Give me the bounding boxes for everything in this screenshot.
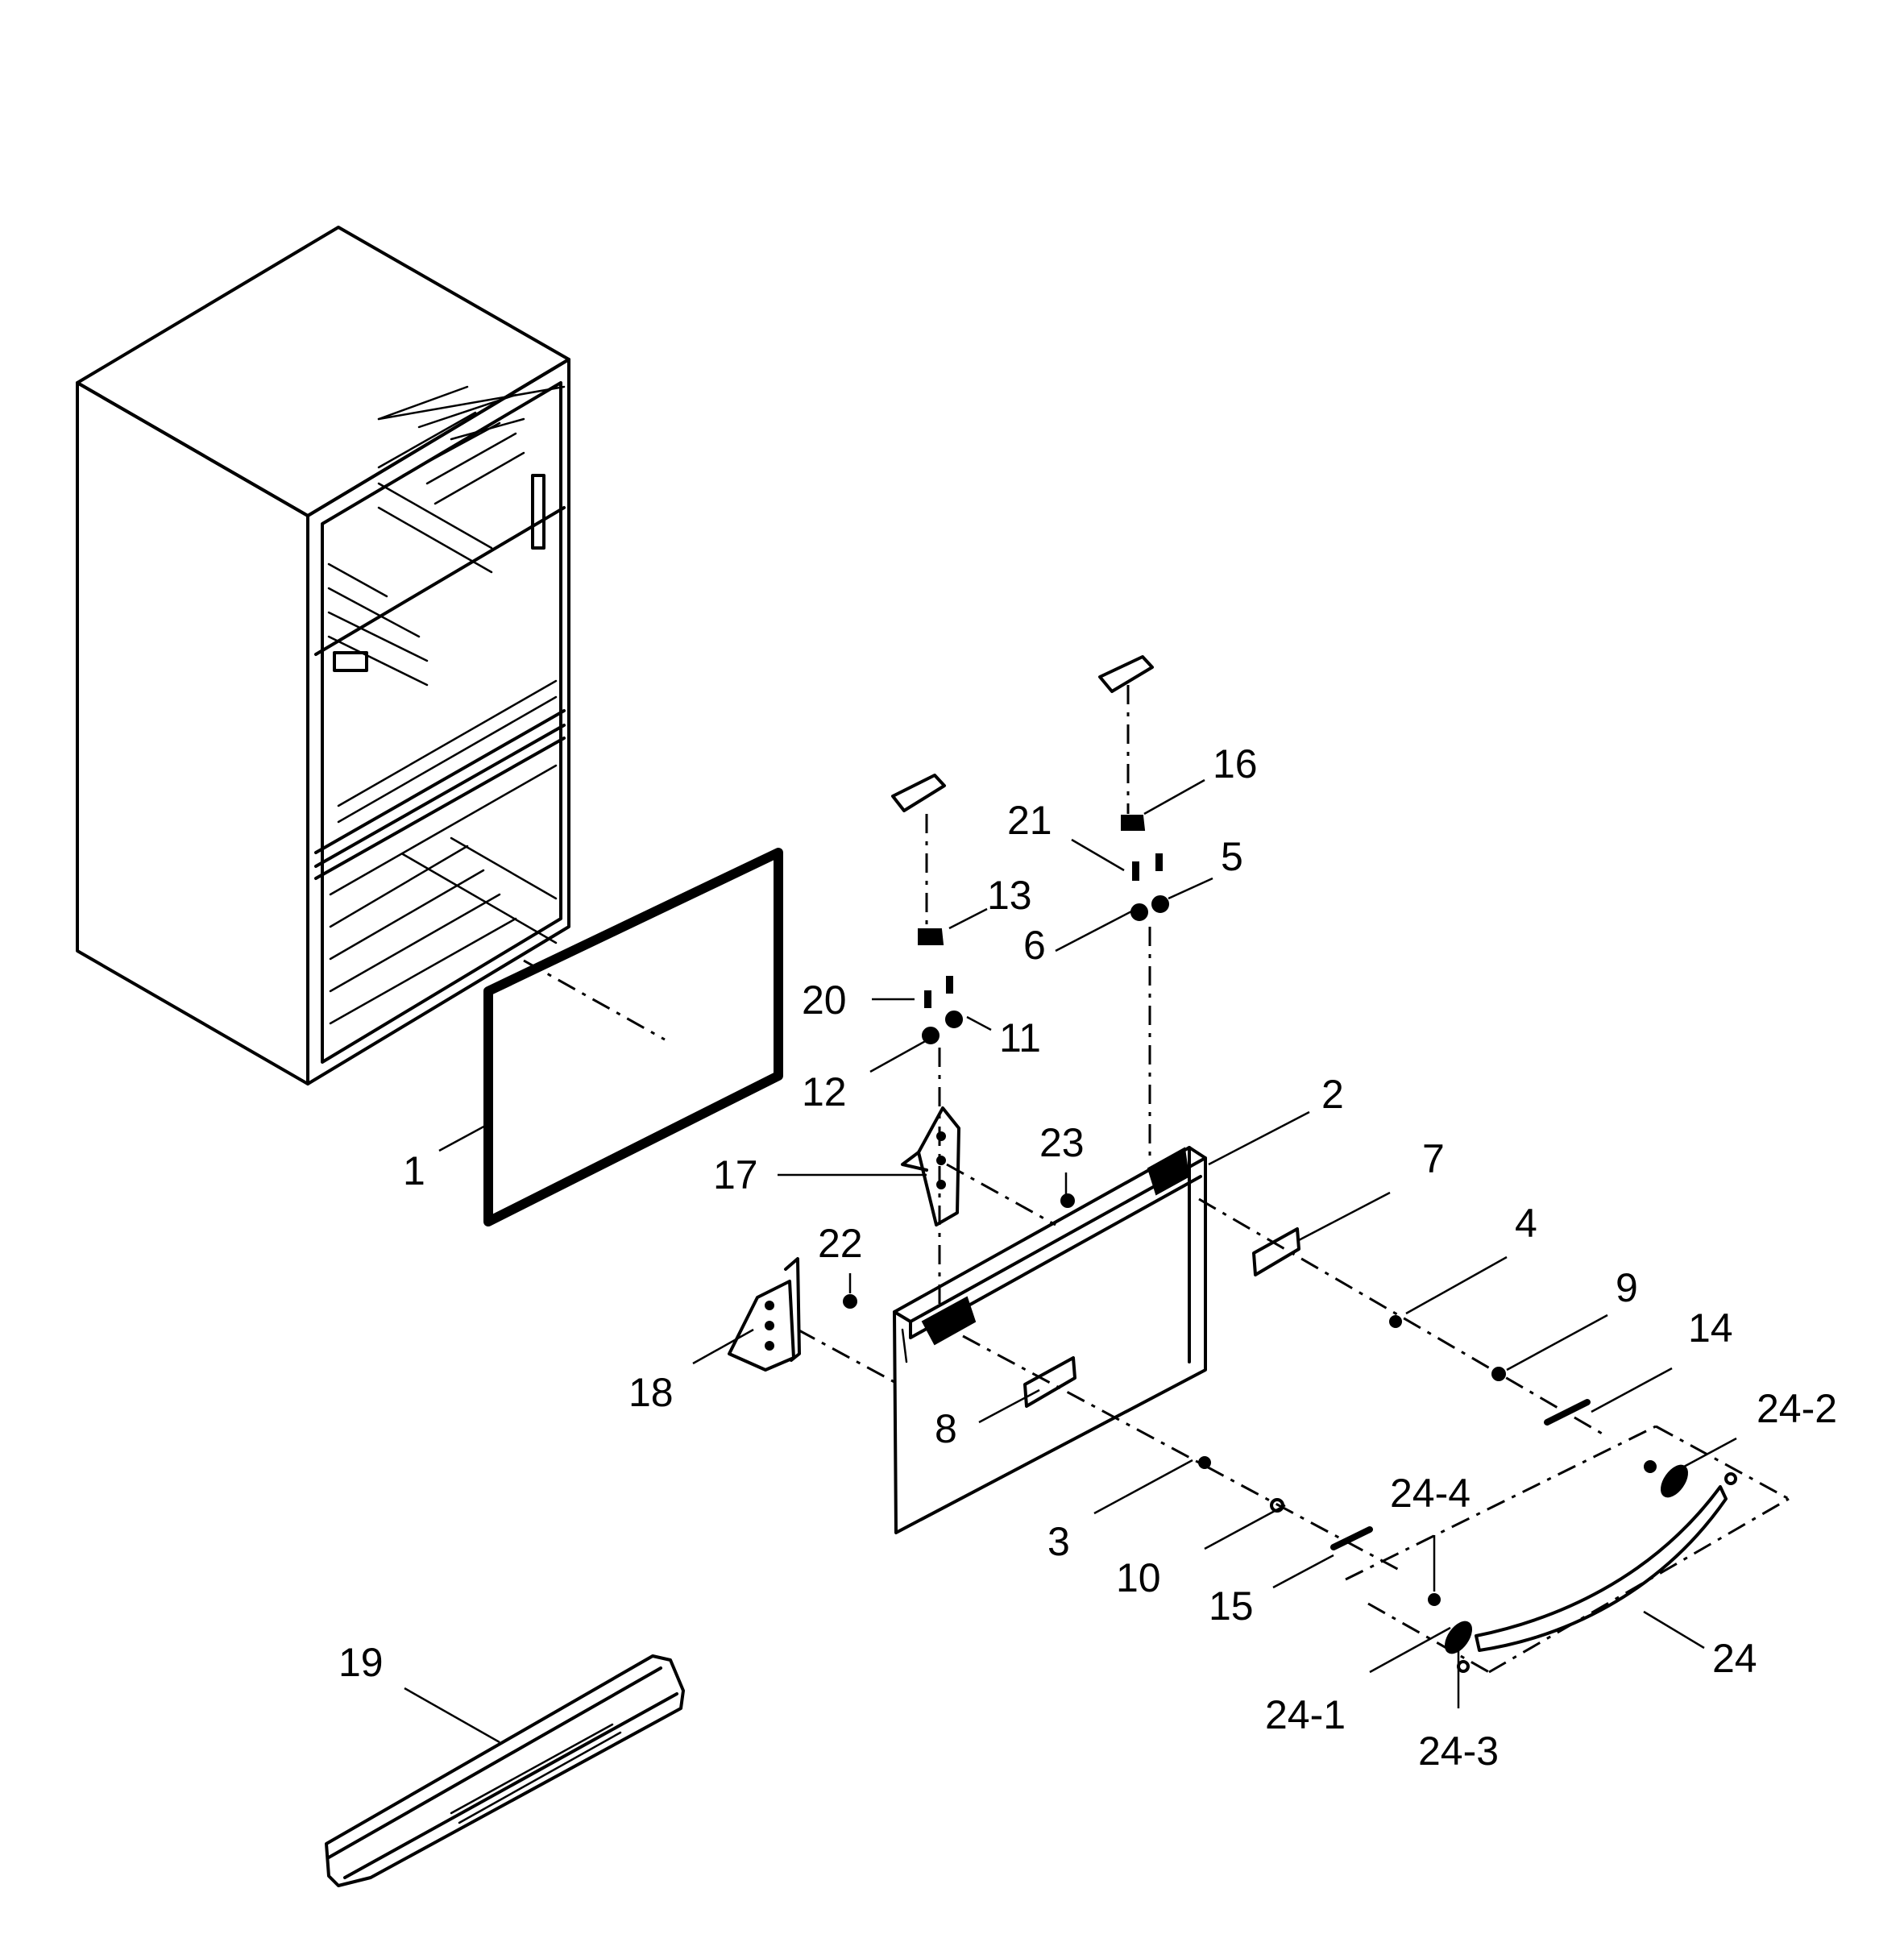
callout-11: 11	[999, 1015, 1041, 1060]
callout-22: 22	[818, 1221, 863, 1266]
callout-24-1: 24-1	[1265, 1692, 1346, 1737]
callout-16: 16	[1213, 741, 1258, 786]
callout-17: 17	[713, 1152, 758, 1197]
refrigerator-cabinet	[76, 226, 570, 1085]
drawer-front	[893, 1146, 1207, 1534]
callout-21: 21	[1007, 798, 1052, 843]
callout-9: 9	[1616, 1265, 1638, 1310]
rod-15	[1330, 1526, 1373, 1550]
bushing-9	[1491, 1367, 1506, 1381]
right-rail-hardware	[1098, 655, 1169, 1160]
callout-15: 15	[1209, 1583, 1254, 1629]
callout-10: 10	[1116, 1555, 1161, 1600]
bushing-4	[1389, 1315, 1402, 1328]
door-gasket	[483, 848, 783, 1226]
rod-14	[1544, 1399, 1591, 1426]
leader-lines	[404, 778, 1737, 1744]
callout-24: 24	[1712, 1636, 1757, 1681]
callout-20: 20	[802, 977, 847, 1023]
left-bracket	[728, 1257, 801, 1372]
callout-13: 13	[987, 873, 1032, 918]
hinge-plate-8	[1023, 1356, 1076, 1408]
freezer-bin	[325, 1654, 685, 1887]
gasket-assembly-line	[523, 959, 666, 1041]
bushing-3	[1198, 1456, 1211, 1469]
callout-18: 18	[628, 1370, 674, 1415]
left-rail-hardware	[891, 774, 963, 1338]
callout-19: 19	[338, 1640, 384, 1685]
callout-7: 7	[1422, 1136, 1445, 1181]
callout-2: 2	[1321, 1072, 1344, 1117]
callout-23: 23	[1039, 1120, 1085, 1165]
screw-23	[1060, 1193, 1075, 1208]
callout-3: 3	[1047, 1519, 1070, 1564]
callout-8: 8	[935, 1406, 957, 1451]
callout-24-3: 24-3	[1418, 1729, 1499, 1774]
callout-1: 1	[403, 1148, 425, 1193]
screw-22	[843, 1294, 857, 1309]
callout-labels: 1 2 3 4 5 6 7 8 9 10 11 12 13 14 15 16 1…	[338, 741, 1837, 1774]
callout-12: 12	[802, 1069, 847, 1114]
callout-5: 5	[1221, 834, 1243, 879]
callout-4: 4	[1515, 1201, 1537, 1246]
cabinet-shelves	[327, 385, 566, 1025]
hinge-plate-7	[1252, 1227, 1300, 1276]
callout-6: 6	[1023, 923, 1046, 968]
callout-24-4: 24-4	[1390, 1471, 1471, 1516]
callout-14: 14	[1688, 1305, 1733, 1351]
callout-24-2: 24-2	[1757, 1386, 1837, 1431]
bushing-10	[1270, 1498, 1284, 1513]
